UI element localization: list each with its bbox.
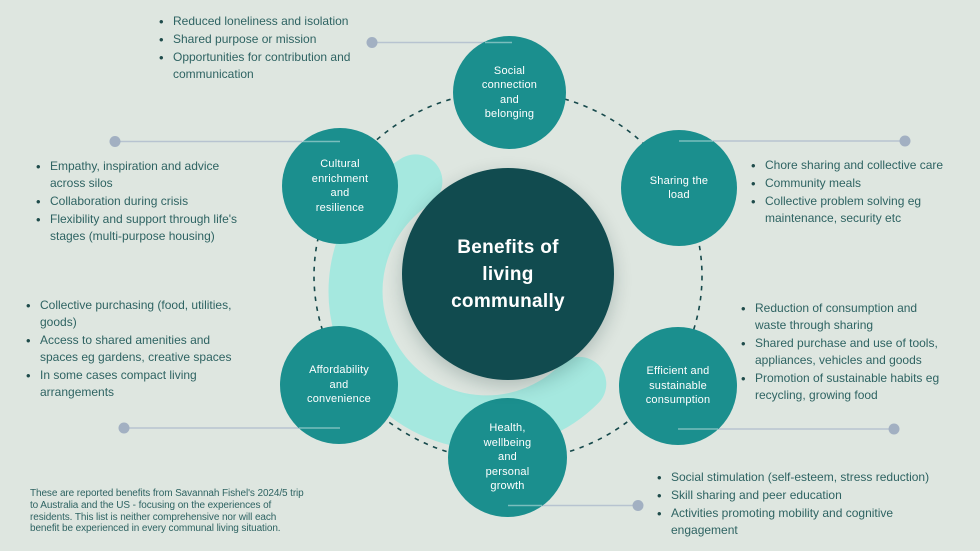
list-item: Access to shared amenities and spaces eg… [25,332,275,366]
list-item: Collective problem solving eg maintenanc… [750,193,975,227]
list-sharing-the-load: Chore sharing and collective care Commun… [750,157,975,228]
center-circle: Benefits of living communally [402,168,614,380]
connector-dot-affordability [118,422,130,434]
node-cultural-enrichment: Cultural enrichment and resilience [282,128,398,244]
node-label: Efficient and sustainable consumption [645,365,711,407]
list-item: Community meals [750,175,975,192]
connector-dot-health [632,500,644,511]
connector-dot-sharing [899,135,911,147]
node-label: Health, wellbeing and personal growth [483,422,532,493]
list-item: Opportunities for contribution and commu… [158,49,403,83]
list-item: Collective purchasing (food, utilities, … [25,297,275,331]
connector-dot-cultural [109,136,121,147]
list-item: Collaboration during crisis [35,193,280,210]
node-label: Cultural enrichment and resilience [311,158,369,214]
list-item: In some cases compact living arrangement… [25,367,275,401]
connector-dot-efficient [888,423,900,435]
list-health-wellbeing: Social stimulation (self-esteem, stress … [656,469,971,540]
list-item: Chore sharing and collective care [750,157,975,174]
list-item: Promotion of sustainable habits eg recyc… [740,370,970,404]
node-label: Sharing the load [649,174,709,202]
list-social-connection: Reduced loneliness and isolation Shared … [158,13,403,84]
list-item: Shared purpose or mission [158,31,403,48]
list-affordability: Collective purchasing (food, utilities, … [25,297,275,402]
list-item: Reduction of consumption and waste throu… [740,300,970,334]
list-item: Shared purchase and use of tools, applia… [740,335,970,369]
list-item: Social stimulation (self-esteem, stress … [656,469,971,486]
list-item: Skill sharing and peer education [656,487,971,504]
node-health-wellbeing: Health, wellbeing and personal growth [448,398,567,517]
diagram-title: Benefits of living communally [451,236,565,312]
list-cultural-enrichment: Empathy, inspiration and advice across s… [35,158,280,246]
node-label: Affordability and convenience [307,364,371,406]
node-affordability: Affordability and convenience [280,326,398,444]
list-item: Reduced loneliness and isolation [158,13,403,30]
node-sharing-the-load: Sharing the load [621,130,737,246]
node-social-connection: Social connection and belonging [453,36,566,149]
list-item: Flexibility and support through life's s… [35,211,280,245]
list-efficient-consumption: Reduction of consumption and waste throu… [740,300,970,405]
node-efficient-consumption: Efficient and sustainable consumption [619,327,737,445]
node-label: Social connection and belonging [481,64,538,121]
list-item: Activities promoting mobility and cognit… [656,505,971,539]
list-item: Empathy, inspiration and advice across s… [35,158,280,192]
footnote: These are reported benefits from Savanna… [30,488,304,535]
